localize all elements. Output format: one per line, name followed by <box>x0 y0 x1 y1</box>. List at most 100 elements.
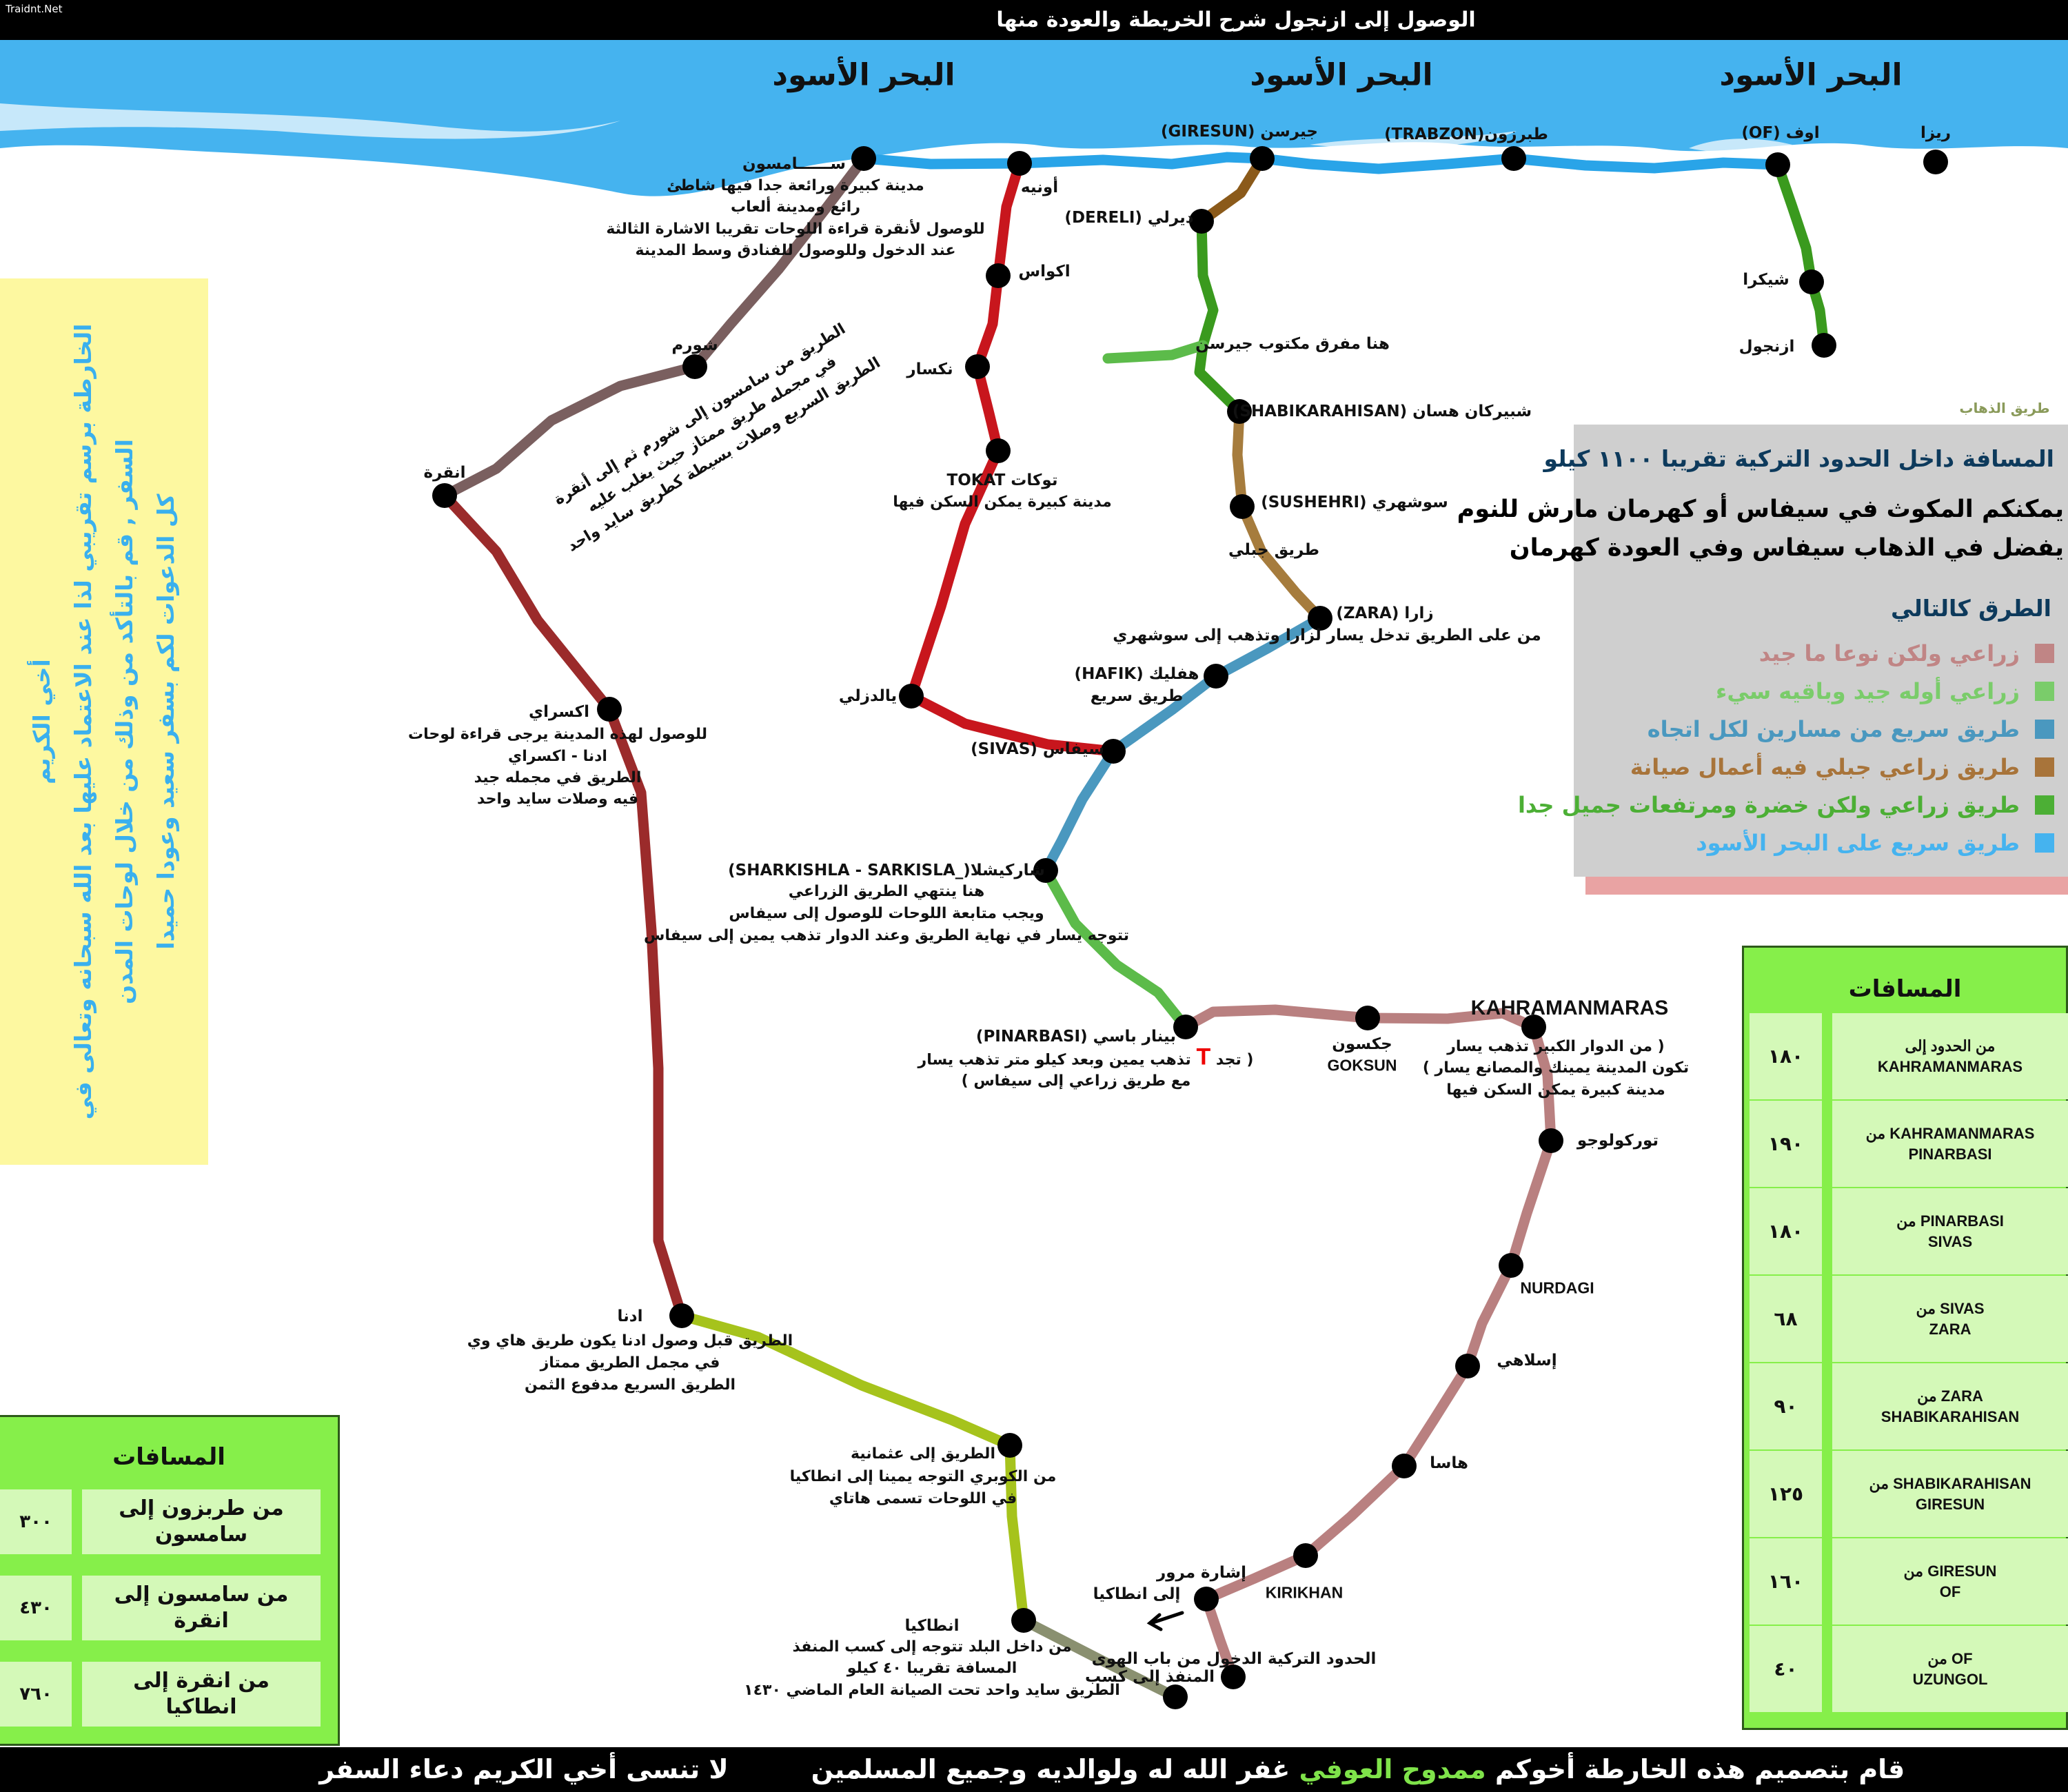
distance-km: ٩٠ <box>1750 1363 1822 1449</box>
city-dot-trabzon[interactable] <box>1501 146 1526 171</box>
note-kahramanmaras: ( من الدوار الكبير تذهب يسار <box>1447 1038 1665 1055</box>
city-dot-kirikhan[interactable] <box>1293 1543 1318 1568</box>
advice-line: كل الدعوات لكم بسفر سعيد وعودا حميدا <box>152 493 179 950</box>
distance-route: GIRESUN من OF <box>1832 1538 2068 1625</box>
label-tokat: توكات TOKAT <box>946 471 1058 489</box>
legend-swatch <box>2035 833 2054 853</box>
road-ankara-adana <box>439 490 687 1321</box>
distance-km: ١٦٠ <box>1750 1538 1822 1625</box>
label-kessab-exit: المنفذ إلى كسب <box>1084 1668 1215 1686</box>
city-dot-turkoglu[interactable] <box>1539 1128 1563 1153</box>
footer-bar: قام بتصميم هذه الخارطة أخوكم ممدوح العوف… <box>0 1747 2068 1792</box>
advice-title: أخي الكريم <box>28 659 55 784</box>
label-sivas: سيفاس (SIVAS) <box>971 740 1104 758</box>
distance-km: ٣٠٠ <box>0 1489 72 1554</box>
city-dot-goksun[interactable] <box>1355 1006 1380 1030</box>
city-dot-hassa[interactable] <box>1392 1454 1417 1478</box>
black-sea <box>0 40 2068 196</box>
note-aksaray: للوصول لهذه المدينة يرجى قراءة لوحات <box>408 726 707 743</box>
route-from: GIRESUN من <box>1903 1562 1997 1580</box>
city-dot-shabikarahisan[interactable] <box>1227 399 1252 424</box>
note-samsun: للوصول لأنقرة قراءة اللوحات تقريبا الاشا… <box>606 221 985 238</box>
city-dot-shikra[interactable] <box>1799 269 1824 294</box>
distance-km: ٤٣٠ <box>0 1576 72 1640</box>
distances-title: المسافات <box>1848 975 1962 1003</box>
city-dot-corum[interactable] <box>682 354 707 379</box>
distance-km: ١٨٠ <box>1750 1013 1822 1099</box>
note-text: ( تجد <box>1215 1051 1254 1069</box>
legend-title: الطرق كالتالي <box>1891 595 2051 622</box>
distance-km: ٤٠ <box>1750 1626 1822 1712</box>
route-to: UZUNGOL <box>1912 1670 1988 1688</box>
legend-swatch <box>2035 757 2054 777</box>
route-to: OF <box>1939 1582 1961 1600</box>
city-dot-kessab[interactable] <box>1163 1684 1188 1709</box>
route-from: من انقرة إلى <box>133 1669 270 1693</box>
city-dot-border[interactable] <box>1221 1664 1246 1689</box>
credit-text: قام بتصميم هذه الخارطة أخوكم <box>1494 1754 1905 1784</box>
city-dot-samsun[interactable] <box>851 146 876 171</box>
city-dot-pinarbasi[interactable] <box>1173 1015 1198 1039</box>
route-from: من سامسون إلى <box>114 1582 289 1607</box>
label-goksun: جكسون <box>1332 1035 1392 1053</box>
note-antakya: الطريق سايد واحد تحت الصيانة العام الماض… <box>744 1682 1120 1699</box>
page-title: الوصول إلى ازنجول شرح الخريطة والعودة من… <box>996 8 1476 32</box>
city-dot-zara[interactable] <box>1308 606 1332 631</box>
label-aksaray: اكسراي <box>529 703 589 721</box>
note-zara: من على الطريق تدخل يسار لزارا وتذهب إلى … <box>1113 627 1541 644</box>
route-from: من طربزون إلى <box>119 1496 284 1520</box>
city-dot-tokat[interactable] <box>986 438 1011 463</box>
city-dot-osmaniye[interactable] <box>997 1433 1022 1458</box>
city-dot-giresun[interactable] <box>1250 146 1275 171</box>
label-border: الحدود التركية الدخول من باب الهوى <box>1091 1650 1377 1668</box>
route-to: SIVAS <box>1927 1232 1973 1250</box>
sea-label: البحر الأسود <box>1719 57 1903 93</box>
note-antakya: من داخل البلد تتوجه إلى كسب المنفذ <box>792 1638 1072 1656</box>
city-dot-hafik[interactable] <box>1204 664 1228 689</box>
city-dot-ankara[interactable] <box>432 483 457 508</box>
label-rize: ريزا <box>1920 124 1952 142</box>
note-adana: الطريق السريع مدفوع الثمن <box>524 1376 736 1394</box>
city-dot-of[interactable] <box>1765 152 1790 177</box>
travel-prayer-reminder: لا تنسى أخي الكريم دعاء السفر <box>319 1754 729 1784</box>
label-unye: أونيه <box>1020 179 1059 196</box>
road-of-uzungol <box>1772 159 1829 351</box>
city-dot-adana[interactable] <box>669 1303 694 1328</box>
route-from: SIVAS من <box>1916 1299 1985 1317</box>
city-dot-sushehri[interactable] <box>1230 494 1255 519</box>
note-sharkishla: هنا ينتهي الطريق الزراعي <box>788 883 985 900</box>
city-dot-sharkishla[interactable] <box>1033 858 1058 883</box>
city-dot-dereli[interactable] <box>1189 209 1214 234</box>
city-dot-rize[interactable] <box>1923 150 1948 174</box>
city-dot-antakya[interactable] <box>1011 1608 1036 1633</box>
note-text: تذهب يمين وبعد كيلو متر تذهب يسار <box>918 1051 1191 1069</box>
city-dot-niksar[interactable] <box>965 354 990 379</box>
city-dot-akkus[interactable] <box>986 263 1011 288</box>
city-dot-yildizeli[interactable] <box>899 684 924 709</box>
city-dot-uzungol[interactable] <box>1812 333 1836 358</box>
label-samsun: ســــــامسون <box>742 155 847 173</box>
label-antakya: انطاكيا <box>904 1617 960 1635</box>
legend-label: طريق زراعي ولكن خضرة ومرتفعات جميل جدا <box>1517 791 2020 818</box>
label-kahramanmaras: KAHRAMANMARAS <box>1470 997 1669 1019</box>
legend-label: طريق زراعي جبلي فيه أعمال صيانة <box>1630 753 2020 780</box>
note-samsun: مدينة كبيرة ورائعة جدا فيها شاطئ <box>667 177 924 194</box>
city-dot-nurdagi[interactable] <box>1499 1253 1523 1278</box>
label-kirikhan: KIRIKHAN <box>1265 1583 1344 1602</box>
city-dot-unye[interactable] <box>1007 151 1032 176</box>
city-dot-traffic-light[interactable] <box>1194 1587 1219 1611</box>
label-islahiye: إسلاهي <box>1497 1352 1557 1370</box>
note-hafik: طريق سريع <box>1090 687 1184 705</box>
city-dot-islahiye[interactable] <box>1455 1354 1480 1378</box>
city-dot-kahramanmaras[interactable] <box>1521 1015 1546 1039</box>
city-dot-aksaray[interactable] <box>597 697 622 722</box>
distance-km: ٦٨ <box>1750 1276 1822 1362</box>
label-trabzon: طبرزون(TRABZON) <box>1384 125 1548 143</box>
city-dot-sivas[interactable] <box>1101 739 1126 764</box>
legend-item: زراعي ولكن نوعا ما جيد <box>1581 634 2054 672</box>
route-from: OF من <box>1927 1649 1973 1667</box>
